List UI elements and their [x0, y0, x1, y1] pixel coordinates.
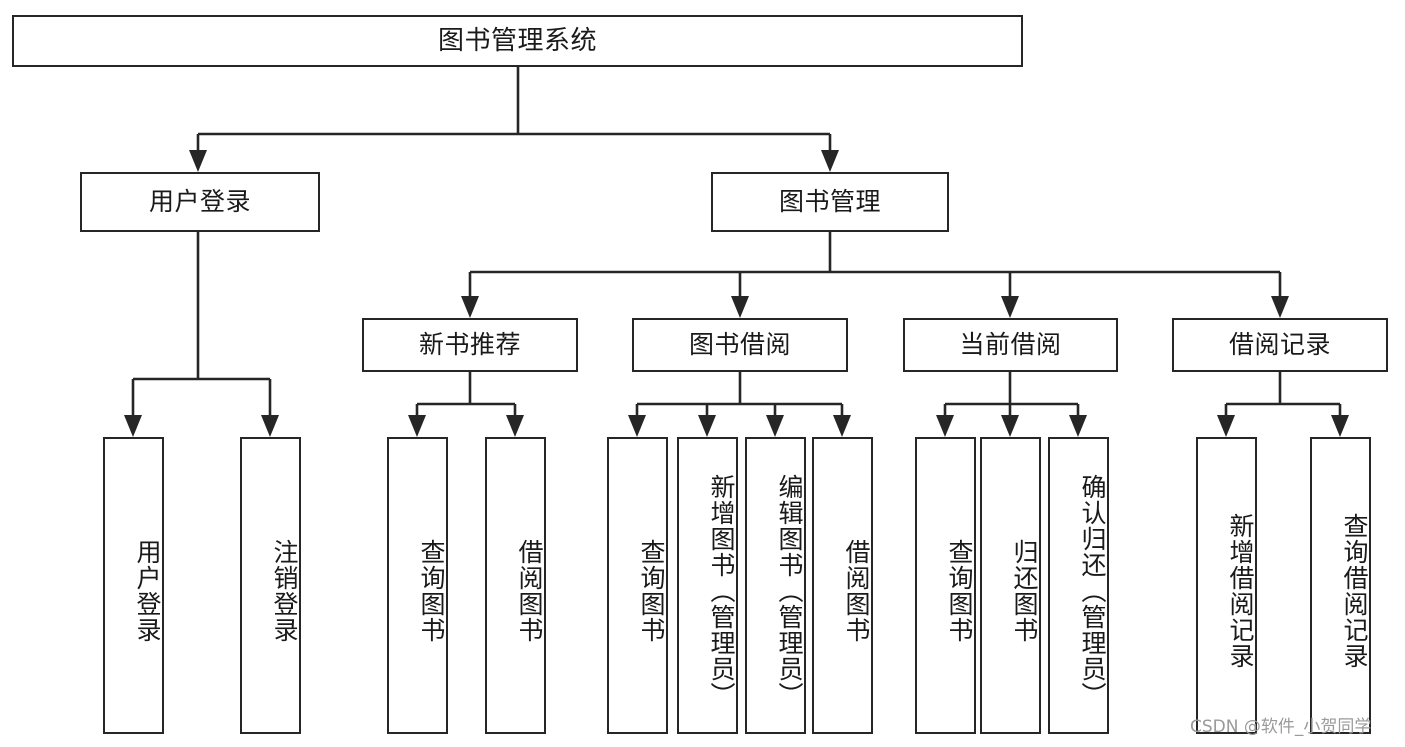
arrowhead-leaf-query-book-3 [936, 415, 954, 437]
node-root-label: 图书管理系统 [437, 25, 597, 56]
leaf-query-book-current-label: 查询图书 [945, 538, 974, 643]
arrowhead-book-borrow [731, 296, 749, 318]
leaf-borrow-book-recommend-label: 借阅图书 [515, 538, 544, 643]
node-book-borrow-label: 图书借阅 [688, 330, 791, 360]
node-book-borrow[interactable]: 图书借阅 [632, 318, 848, 372]
arrowhead-leaf-add-book [698, 415, 716, 437]
leaf-query-borrow-record[interactable]: 查询借阅记录 [1310, 437, 1371, 734]
arrowhead-leaf-query-record [1331, 415, 1349, 437]
leaf-query-book-recommend[interactable]: 查询图书 [387, 437, 448, 734]
leaf-add-book-label: 新增图书（管理员） [707, 473, 736, 708]
leaf-return-book[interactable]: 归还图书 [980, 437, 1041, 734]
arrowhead-leaf-edit-book [766, 415, 784, 437]
leaf-borrow-book[interactable]: 借阅图书 [812, 437, 873, 734]
arrowhead-book-manage [821, 150, 839, 172]
leaf-borrow-book-recommend[interactable]: 借阅图书 [485, 437, 546, 734]
arrowhead-leaf-borrow-book-1 [506, 415, 524, 437]
node-current-borrow-label: 当前借阅 [959, 330, 1062, 360]
leaf-add-borrow-record[interactable]: 新增借阅记录 [1196, 437, 1257, 734]
leaf-edit-book[interactable]: 编辑图书（管理员） [745, 437, 806, 734]
node-book-manage[interactable]: 图书管理 [711, 172, 949, 232]
leaf-logout-login-label: 注销登录 [270, 538, 299, 643]
leaf-return-book-label: 归还图书 [1010, 538, 1039, 643]
arrowhead-new-book-recommend [461, 296, 479, 318]
node-borrow-record-label: 借阅记录 [1228, 330, 1331, 360]
node-user-login-label: 用户登录 [148, 187, 251, 217]
leaf-edit-book-label: 编辑图书（管理员） [775, 473, 804, 708]
leaf-add-borrow-record-label: 新增借阅记录 [1226, 512, 1255, 669]
arrowhead-leaf-add-record [1217, 415, 1235, 437]
node-new-book-recommend-label: 新书推荐 [418, 330, 521, 360]
leaf-user-login-label: 用户登录 [133, 538, 162, 643]
arrowhead-leaf-return-book [1001, 415, 1019, 437]
leaf-borrow-book-label: 借阅图书 [842, 538, 871, 643]
node-new-book-recommend[interactable]: 新书推荐 [362, 318, 578, 372]
leaf-query-book-current[interactable]: 查询图书 [915, 437, 976, 734]
leaf-confirm-return[interactable]: 确认归还（管理员） [1048, 437, 1109, 734]
arrowhead-leaf-borrow-book-2 [833, 415, 851, 437]
node-borrow-record[interactable]: 借阅记录 [1172, 318, 1388, 372]
node-current-borrow[interactable]: 当前借阅 [903, 318, 1118, 372]
leaf-user-login[interactable]: 用户登录 [103, 437, 164, 734]
arrowhead-borrow-record [1271, 296, 1289, 318]
arrowhead-leaf-logout [261, 415, 279, 437]
arrowhead-leaf-query-book-1 [408, 415, 426, 437]
leaf-query-book-borrow[interactable]: 查询图书 [607, 437, 668, 734]
node-user-login[interactable]: 用户登录 [80, 172, 320, 232]
leaf-logout-login[interactable]: 注销登录 [240, 437, 301, 734]
arrowhead-leaf-query-book-2 [628, 415, 646, 437]
arrowhead-leaf-user-login [124, 415, 142, 437]
arrowhead-current-borrow [1001, 296, 1019, 318]
leaf-query-book-borrow-label: 查询图书 [637, 538, 666, 643]
node-root-system[interactable]: 图书管理系统 [12, 15, 1023, 67]
arrowhead-user-login [189, 150, 207, 172]
leaf-query-book-recommend-label: 查询图书 [417, 538, 446, 643]
node-book-manage-label: 图书管理 [778, 187, 881, 217]
arrowhead-leaf-confirm-return [1069, 415, 1087, 437]
leaf-confirm-return-label: 确认归还（管理员） [1078, 473, 1107, 708]
leaf-query-borrow-record-label: 查询借阅记录 [1340, 512, 1369, 669]
leaf-add-book[interactable]: 新增图书（管理员） [677, 437, 738, 734]
